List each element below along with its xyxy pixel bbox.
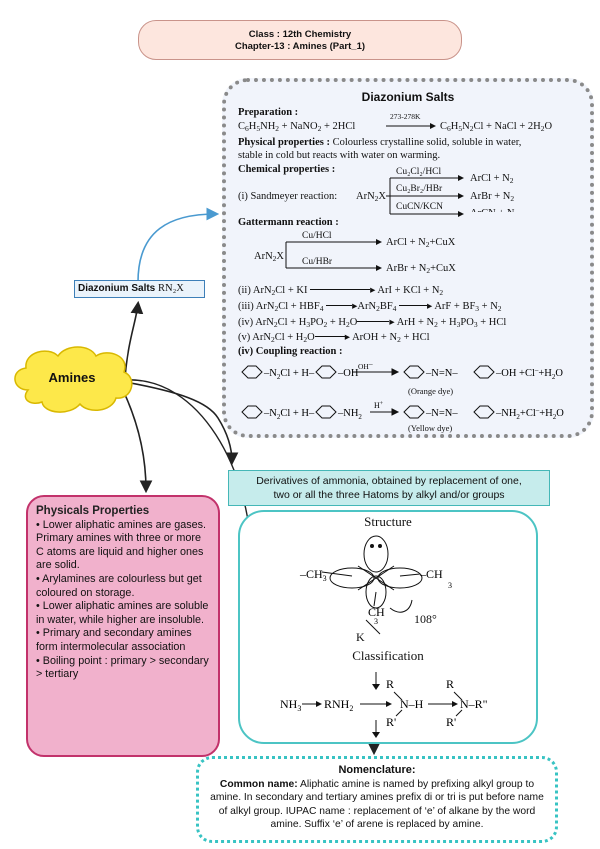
sandmeyer-reagent-3: CuCN/KCN [396,202,443,212]
svg-text:–N2Cl + H–: –N2Cl + H– [263,368,315,381]
diazonium-title: Diazonium Salts [361,90,455,104]
header-chapter: Chapter-13 : Amines (Part_1) [234,41,366,52]
svg-text:H+: H+ [374,401,384,410]
diazonium-label-formula: RN₂X [158,283,184,294]
preparation-condition: 273-278K [390,112,421,121]
nomenclature-title: Nomenclature: [338,764,416,776]
orange-dye-label: (Orange dye) [408,386,454,396]
svg-text:RNH2: RNH2 [324,697,353,713]
physical-item: • Lower aliphatic amines are gases. Prim… [36,518,207,572]
physical-item: • Boiling point : primary > secondary > … [36,654,209,681]
reaction-ii: (ii) ArN2Cl + KI ▸ ArI + KCl + N2 [238,285,444,297]
arrow-to-structure [124,381,239,466]
reaction-iv: (iv) ArN2Cl + H3PO2 + H2O▸ ArH + N2 + H3… [238,317,507,329]
svg-text:–N=N–: –N=N– [425,408,458,419]
cloud-shape [14,346,133,413]
svg-text:R: R [386,677,394,691]
preparation-label: Preparation : [238,107,299,118]
svg-text:R': R' [446,715,456,729]
svg-text:–NH2: –NH2 [337,408,362,421]
sandmeyer-reagent-2: Cu₂Br₂/HBr [396,184,443,194]
yellow-dye-label: (Yellow dye) [408,423,453,433]
sandmeyer-reagent-1: Cu₂Cl₂/HCl [396,167,442,177]
chapter-header: Class : 12th Chemistry Chapter-13 : Amin… [138,20,462,60]
svg-text:–N=N–: –N=N– [425,368,458,379]
sandmeyer-branch-arrows [386,175,464,217]
header-class: Class : 12th Chemistry [248,29,352,40]
structure-title: Structure [364,514,412,529]
gattermann-reagent-1: Cu/HCl [302,231,332,241]
svg-text:R: R [446,677,454,691]
svg-text:3: 3 [374,617,378,626]
physical-properties-title: Physicals Properties [36,505,150,517]
nomenclature-box: Nomenclature: Common name: Aliphatic ami… [196,756,558,843]
reaction-v: (v) ArN2Cl + H2O▸ ArOH + N2 + HCl [238,332,430,344]
nomenclature-text: Common name: Aliphatic amine is named by… [207,778,547,832]
derivatives-line-1: Derivatives of ammonia, obtained by repl… [256,475,522,487]
sandmeyer-product-3: ArCN + N2 [470,207,518,212]
svg-text:N–R": N–R" [460,697,488,711]
sandmeyer-product-2: ArBr + N2 [470,191,515,203]
sandmeyer-product-1: ArCl + N2 [470,173,514,185]
physical-item: • Lower aliphatic amines are soluble in … [36,600,209,626]
svg-text:NH3: NH3 [280,697,301,713]
svg-text:–CH3: –CH3 [299,567,327,583]
physical-properties-box: Physicals Properties • Lower aliphatic a… [26,495,220,757]
gattermann-product-1: ArCl + N2+CuX [386,237,456,249]
nomenclature-body: Aliphatic amine is named by prefixing al… [210,778,544,831]
classification-label: Classification [352,648,424,663]
structure-classification-box: Structure –CH3 –CH 3 CH 3 [238,510,538,744]
svg-text:–NH2+Cl–+H2O: –NH2+Cl–+H2O [495,406,564,421]
derivatives-line-2: two or all the three Hatoms by alkyl and… [273,489,505,501]
gattermann-branch-arrows [285,239,382,271]
gattermann-reagent-2: Cu/HBr [302,257,333,267]
coupling-reaction-orange: –N2Cl + H– –OH OH– –N=N– –OH +Cl–+H2O [241,360,563,381]
amines-cloud: Amines [8,340,138,420]
common-name-label: Common name: [219,778,298,790]
reaction-iii: (iii) ArN2Cl + HBF4 ▸ArN2BF4 ▸ ArF + BF3… [238,301,502,313]
gattermann-label: Gattermann reaction : [238,217,339,228]
gattermann-product-2: ArBr + N2+CuX [386,263,456,275]
svg-text:N–H: N–H [400,697,424,711]
arrow-to-diazonium-label [124,300,144,379]
physical-item: • Primary and secondary amines form inte… [36,627,192,653]
bond-angle: 108° [414,612,437,626]
preparation-products: C6H5N2Cl + NaCl + 2H2O [440,121,553,133]
svg-text:–N2Cl + H–: –N2Cl + H– [263,408,315,421]
physical-item: • Arylamines are colourless but get colo… [36,572,202,599]
k-label: K [356,630,365,644]
sandmeyer-label: (i) Sandmeyer reaction: [238,191,338,202]
svg-text:CH: CH [368,605,385,619]
physical-properties-line2: stable in cold but reacts with water on … [238,150,441,161]
svg-text:–CH: –CH [419,567,443,581]
diazonium-salts-box: Diazonium Salts Preparation : C6H5NH2 + … [222,78,594,438]
preparation-arrow [386,123,436,129]
svg-text:3: 3 [448,581,452,590]
physical-properties-line: Physical properties : Colourless crystal… [238,137,522,148]
diazonium-salts-label: Diazonium Salts RN₂X [74,280,205,298]
svg-text:–OH +Cl–+H2O: –OH +Cl–+H2O [495,366,563,381]
preparation-reactants: C6H5NH2 + NaNO2 + 2HCl [238,121,356,133]
svg-text:–OH: –OH [337,368,359,379]
svg-text:OH–: OH– [358,360,373,371]
derivatives-definition-box: Derivatives of ammonia, obtained by repl… [228,470,550,506]
amines-label: Amines [48,370,96,385]
amine-structure-drawing: –CH3 –CH 3 CH 3 NH3 RNH2 R N–H R' R N–R"… [280,535,488,738]
coupling-label: (iv) Coupling reaction : [238,346,343,357]
sandmeyer-reactant: ArN2X [356,191,387,203]
coupling-reaction-yellow: –N2Cl + H– –NH2 H+ –N=N– –NH2+Cl–+H2O [241,401,564,421]
chemical-properties-label: Chemical properties : [238,164,336,175]
gattermann-reactant: ArN2X [254,251,285,263]
diazonium-label-text: Diazonium Salts [78,283,156,294]
svg-text:R': R' [386,715,396,729]
arrow-to-diazonium-box [137,207,220,283]
